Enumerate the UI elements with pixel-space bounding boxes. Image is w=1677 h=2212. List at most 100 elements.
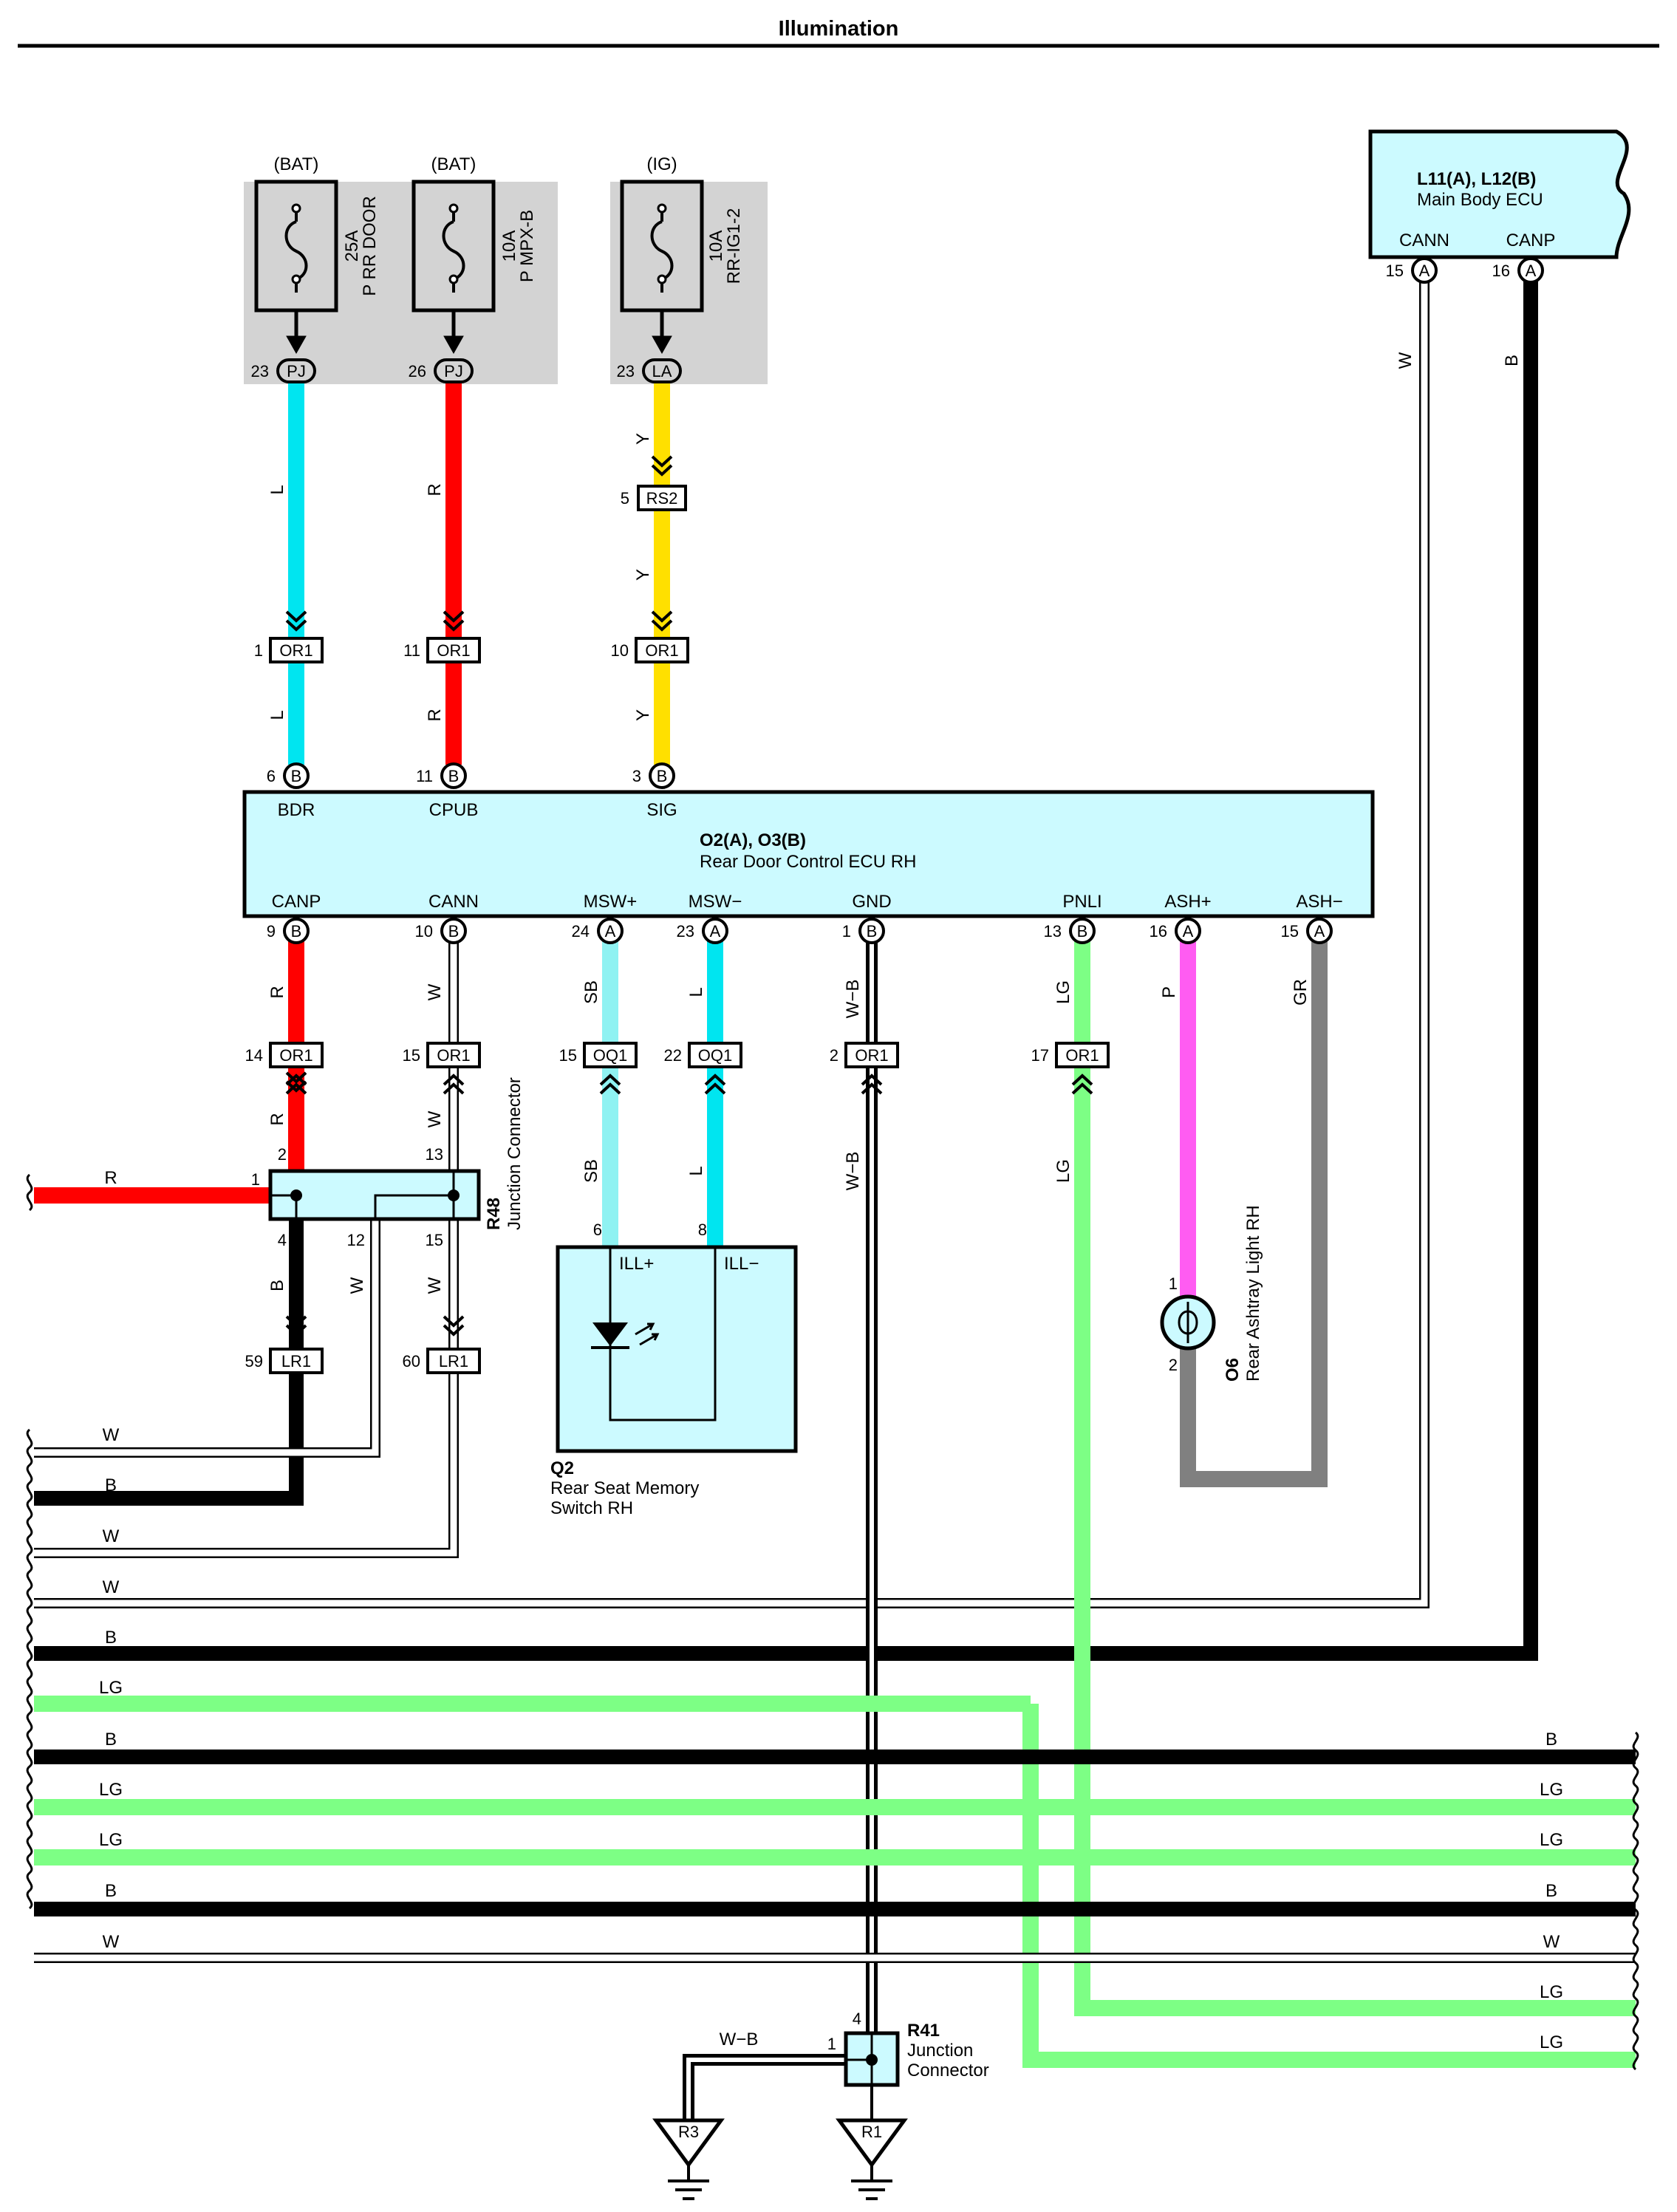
svg-text:W−B: W−B [720,2030,759,2049]
svg-text:11: 11 [416,767,433,785]
svg-text:2: 2 [1169,1356,1178,1374]
wire-body-canp [34,270,1538,1661]
pin-label: CANN [1399,231,1449,250]
svg-text:SB: SB [581,1159,601,1183]
wire-color-label: L [267,710,287,720]
svg-text:LR1: LR1 [281,1352,311,1370]
connector-or1-pnli: OR1 17 [1031,1042,1110,1068]
svg-text:A: A [1419,262,1430,280]
wire-color-label: Y [633,433,653,445]
svg-text:B: B [291,767,302,785]
svg-text:6: 6 [267,767,276,785]
fuse-source: (BAT) [431,154,477,174]
svg-text:LG: LG [99,1780,123,1800]
wire-color-labels-lower: R R B W W W W SB SB L L W−B W−B W−B LG L… [104,979,1311,2049]
svg-text:B: B [448,922,460,941]
svg-text:P: P [1159,986,1179,998]
svg-text:R1: R1 [861,2123,882,2141]
wire-r48-15-w [34,1219,459,1558]
svg-text:W: W [103,1577,120,1597]
svg-text:OR1: OR1 [437,1046,470,1065]
svg-text:LG: LG [1053,1159,1073,1183]
svg-text:Junction: Junction [907,2041,973,2061]
svg-text:22: 22 [664,1046,682,1065]
svg-text:W: W [1543,1932,1560,1952]
fuse-source: (BAT) [274,154,319,174]
pin-number: 1 [254,641,263,660]
svg-text:Connector: Connector [907,2061,989,2080]
pin-label: MSW+ [584,892,638,912]
pin-label: ASH+ [1164,892,1211,912]
rear-door-ecu: O2(A), O3(B) Rear Door Control ECU RH BD… [242,790,1375,918]
wire-color-label: Y [633,569,653,581]
wire-color-label: Y [633,709,653,721]
fuse-block-ig [610,182,768,384]
pin-label: CPUB [429,800,479,820]
connector-oq1-mswp: OQ1 15 [559,1042,638,1068]
main-body-ecu-pins: A 15 A 16 [1386,257,1544,284]
junction-connector-r41: 4 1 R41 Junction Connector [827,2010,989,2087]
pin-number: 26 [409,362,426,380]
connector-or1-cann: OR1 15 [403,1042,481,1068]
pin-number: 11 [403,641,420,660]
pin-label: PNLI [1062,892,1102,912]
svg-text:A: A [1314,922,1325,941]
svg-text:OQ1: OQ1 [593,1046,627,1065]
fuse-rating: 10A [499,231,519,262]
connector-code: LA [652,362,672,380]
svg-text:B: B [105,1730,117,1750]
rear-door-ecu-pins: B 6 B 11 B 3 B 9 B 10 A 24 A 23 B 1 B 13… [267,762,1333,944]
svg-text:B: B [1545,1730,1557,1750]
bus-labels-right: B LG LG B W LG LG [1540,1730,1563,2052]
ground-r1-icon: R1 [836,2118,908,2200]
fuse-block-bat [244,182,558,384]
svg-text:B: B [267,1280,287,1291]
svg-text:B: B [105,1881,117,1901]
connector-code: PJ [287,362,306,380]
svg-text:15: 15 [1386,262,1404,280]
pin-label: MSW− [689,892,742,912]
pin-number: 23 [251,362,269,380]
svg-text:1: 1 [842,922,851,941]
svg-text:8: 8 [698,1221,707,1239]
fuse-rating: 10A [706,231,726,262]
wire-r41-to-r3 [683,2054,846,2120]
connector-lr1-59: LR1 59 [245,1348,324,1374]
svg-text:16: 16 [1492,262,1510,280]
svg-text:3: 3 [632,767,641,785]
pin-number: 23 [617,362,635,380]
svg-text:A: A [605,922,616,941]
connector-code: OR1 [645,641,678,660]
svg-text:Junction Connector: Junction Connector [505,1077,525,1230]
svg-text:2: 2 [830,1046,838,1065]
pin-label: GND [852,892,891,912]
pin-label: SIG [646,800,677,820]
connector-code: OR1 [437,641,470,660]
svg-text:15: 15 [403,1046,420,1065]
svg-text:1: 1 [827,2035,836,2053]
svg-text:LG: LG [1540,1982,1563,2002]
svg-text:W: W [103,1425,120,1445]
bus-lines [34,1696,1636,2068]
svg-text:13: 13 [426,1145,443,1164]
svg-text:B: B [291,922,302,941]
svg-text:W: W [425,983,445,1000]
pin-label: CANN [428,892,479,912]
wire-body-cann [34,270,1430,1608]
pin-label: CANP [272,892,321,912]
svg-text:Rear Seat Memory: Rear Seat Memory [550,1478,699,1498]
pin-label: ASH− [1296,892,1342,912]
fuse-rr-ig1-2: (IG) 10A RR-IG1-2 [620,154,744,313]
svg-text:LR1: LR1 [439,1352,468,1370]
fuse-name: P MPX-B [517,210,537,282]
svg-text:O6: O6 [1223,1358,1243,1382]
connector-lr1-60: LR1 60 [403,1348,481,1374]
fuse-rating: 25A [342,231,362,262]
svg-text:B: B [1077,922,1088,941]
svg-text:LG: LG [1540,1830,1563,1850]
svg-text:LG: LG [1053,980,1073,1004]
svg-text:R: R [104,1168,117,1188]
svg-text:B: B [448,767,460,785]
wire-color-label: B [1502,355,1522,366]
svg-text:4: 4 [853,2010,861,2028]
